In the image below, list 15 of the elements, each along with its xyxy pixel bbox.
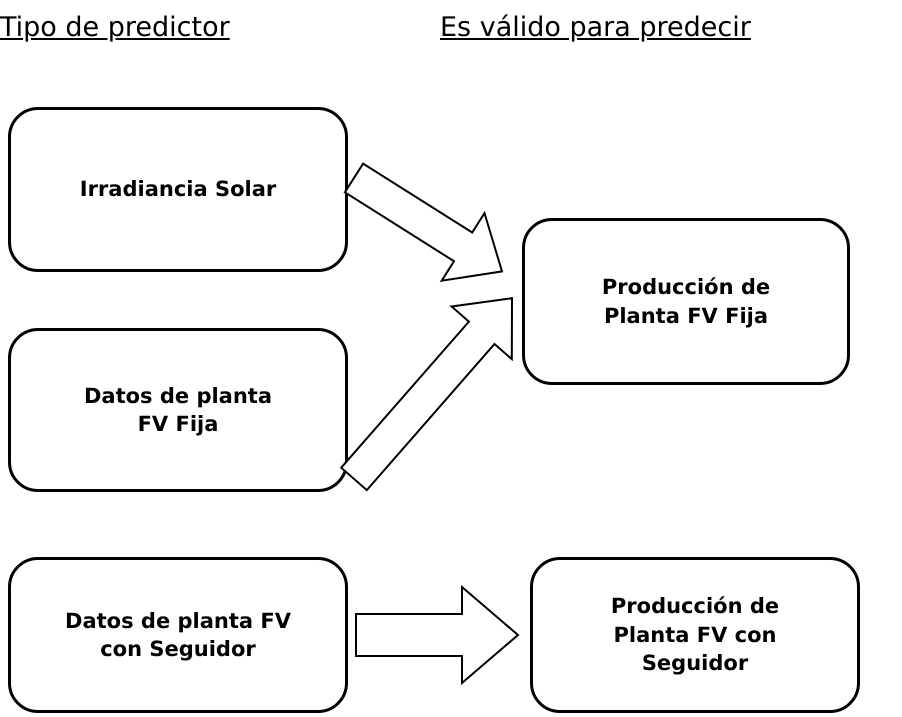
box-label: Producción de Planta FV Fija bbox=[600, 274, 772, 330]
rounded-box bbox=[530, 557, 860, 713]
rounded-box bbox=[522, 218, 850, 385]
block-arrow bbox=[344, 162, 504, 282]
column-heading: Es válido para predecir bbox=[440, 12, 751, 43]
box-label: Datos de planta FV Fija bbox=[82, 382, 274, 438]
block-arrow bbox=[340, 297, 513, 492]
rounded-box bbox=[8, 107, 348, 272]
rounded-box bbox=[8, 557, 348, 713]
rounded-box bbox=[8, 328, 348, 492]
box-label: Producción de Planta FV con Seguidor bbox=[610, 593, 780, 678]
block-arrow bbox=[355, 584, 520, 686]
box-label: Irradiancia Solar bbox=[80, 176, 276, 204]
column-heading: Tipo de predictor bbox=[0, 12, 230, 43]
box-label: Datos de planta FV con Seguidor bbox=[64, 608, 292, 663]
